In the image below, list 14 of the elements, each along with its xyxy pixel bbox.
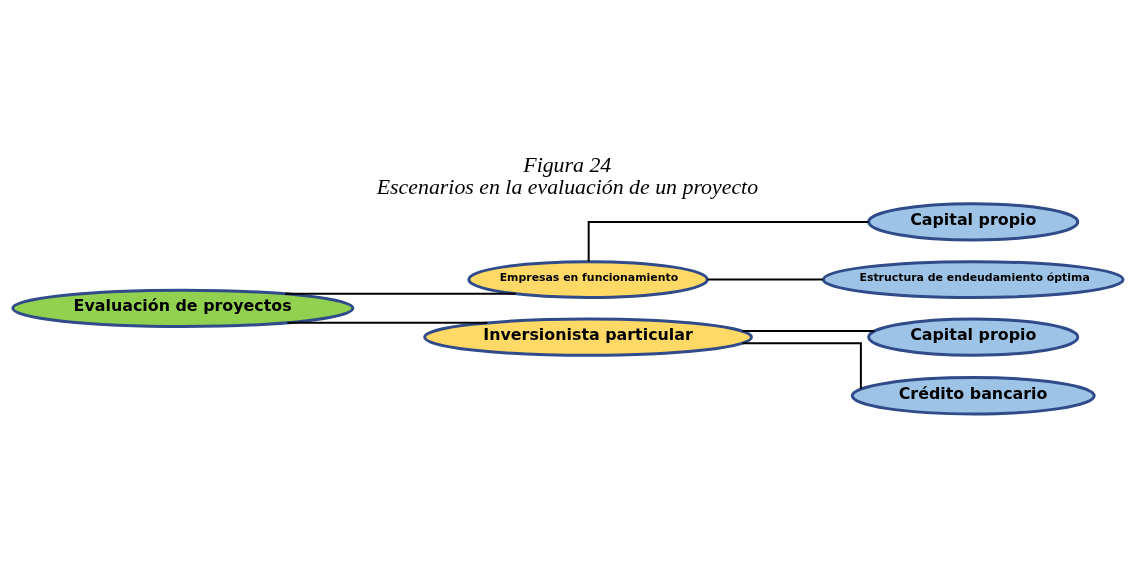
node-ellipse: Inversionista particular	[423, 317, 753, 357]
diagram-title: Figura 24	[523, 152, 612, 177]
connector	[284, 292, 517, 295]
connector	[587, 220, 870, 263]
node-ellipse: Capital propio	[867, 201, 1080, 242]
connector	[706, 278, 825, 281]
connector	[286, 321, 489, 324]
node-ellipse: Estructura de endeudamiento óptima	[821, 259, 1125, 299]
node-ellipse: Evaluación de proyectos	[11, 288, 355, 328]
node-ellipse: Capital propio	[867, 317, 1080, 357]
node-ellipse: Crédito bancario	[850, 375, 1096, 415]
connector	[741, 329, 876, 332]
node-ellipse: Empresas en funcionamiento	[467, 259, 709, 299]
connector	[741, 341, 862, 390]
